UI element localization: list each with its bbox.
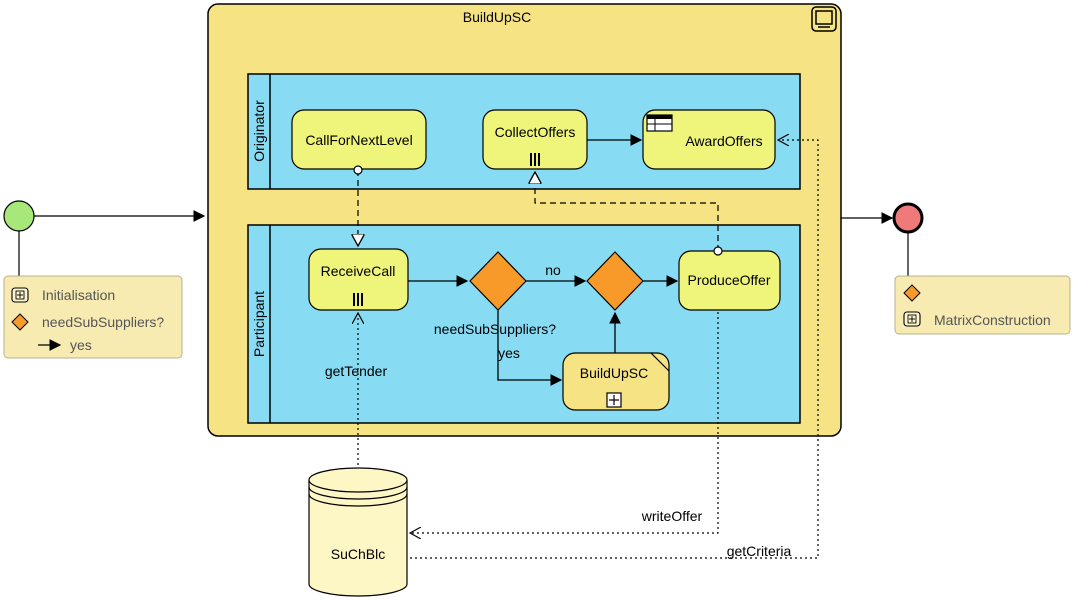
task-call-for-next-level-label: CallForNextLevel [305, 132, 412, 148]
subprocess-icon [11, 287, 29, 303]
association-write-offer-label: writeOffer [641, 508, 703, 524]
task-receive-call-label: ReceiveCall [321, 263, 396, 279]
subprocess-buildupsc[interactable] [562, 352, 670, 411]
task-produce-offer-label: ProduceOffer [687, 272, 770, 288]
task-receive-call[interactable] [308, 248, 409, 311]
business-rule-icon [646, 114, 673, 132]
task-award-offers[interactable] [642, 109, 776, 170]
start-legend-item: yes [70, 337, 92, 353]
gateway-icon [11, 313, 29, 331]
end-legend [894, 275, 1071, 335]
end-legend-item: MatrixConstruction [934, 312, 1051, 328]
subprocess-buildupsc-label: BuildUpSC [580, 365, 648, 381]
start-legend-item: Initialisation [42, 287, 115, 303]
start-legend [3, 275, 183, 359]
sequence-flows [34, 134, 894, 386]
parallel-multi-instance-icon [353, 293, 363, 306]
association-get-tender-label: getTender [325, 363, 388, 379]
branch-yes-label: yes [498, 345, 520, 361]
gateway-merge[interactable] [586, 251, 644, 311]
start-legend-item: needSubSuppliers? [42, 314, 164, 330]
data-store-suchblc[interactable] [308, 467, 408, 597]
message-flows [358, 170, 719, 251]
message-flow-start [713, 246, 723, 256]
subprocess-icon [903, 311, 921, 327]
parallel-multi-instance-icon [530, 153, 540, 166]
gateway-label: needSubSuppliers? [434, 321, 556, 337]
task-award-offers-label: AwardOffers [685, 133, 762, 149]
task-collect-offers-label: CollectOffers [495, 124, 576, 140]
subprocess-expand-icon[interactable] [606, 392, 622, 408]
screen-icon [811, 6, 837, 32]
lane-originator-label: Originator [251, 100, 267, 162]
association-get-criteria-label: getCriteria [727, 543, 792, 559]
branch-no-label: no [545, 262, 561, 278]
data-associations [358, 140, 819, 559]
pool-title: BuildUpSC [463, 9, 531, 25]
end-event[interactable] [892, 202, 924, 234]
data-store-label: SuChBlc [331, 546, 385, 562]
gateway-icon [903, 284, 921, 302]
task-produce-offer[interactable] [678, 250, 781, 311]
start-event[interactable] [3, 200, 35, 232]
message-flow-start [353, 165, 363, 175]
lane-participant-label: Participant [251, 291, 267, 357]
